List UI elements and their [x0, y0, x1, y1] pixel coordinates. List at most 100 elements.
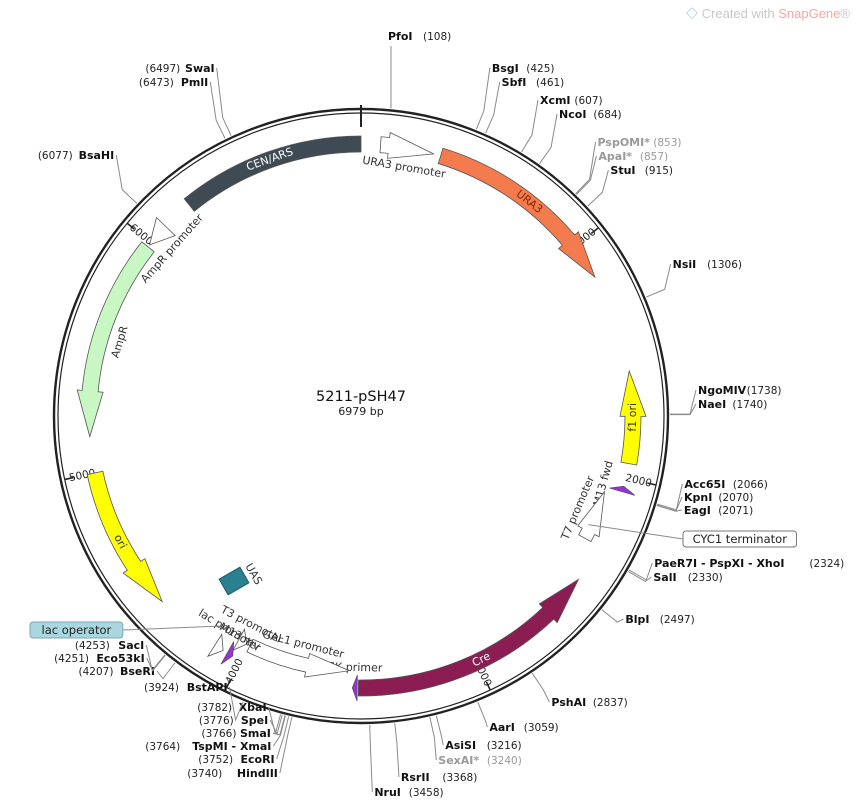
- feature-arc-f1-ori: [619, 369, 647, 466]
- site-position: (3216): [487, 740, 522, 752]
- site-saci: SacI (4253): [75, 639, 166, 672]
- site-position: (4207): [79, 666, 114, 678]
- site-name: NaeI: [698, 398, 726, 411]
- ruler-tick: [225, 679, 232, 688]
- plasmid-center-label: 5211-pSH47 6979 bp: [316, 389, 406, 418]
- site-name: BsaHI: [79, 149, 115, 162]
- site-name: AsiSI: [445, 739, 476, 752]
- feature-arc-ura3-promoter: [379, 131, 436, 159]
- site-name: BlpI: [625, 613, 649, 626]
- site-position: (3752): [198, 754, 233, 766]
- snapgene-watermark: Created with SnapGene®: [685, 6, 850, 21]
- boxed-label-cyc1-terminator: CYC1 terminator: [588, 524, 797, 548]
- site-position: (2837): [593, 697, 628, 709]
- site-leader: [477, 701, 488, 728]
- site-naei: NaeI(1740): [669, 398, 767, 416]
- feature-label-cen-ars: CEN/ARS: [245, 145, 295, 174]
- site-asisi: AsiSI (3216): [435, 715, 522, 752]
- site-bsgi: BsgI(425): [475, 62, 554, 130]
- feature-arc-ampr-promoter: [148, 216, 176, 246]
- site-bseri: BseRI (4207): [79, 662, 176, 680]
- site-nsii: NsiI (1306): [646, 258, 742, 298]
- site-name: SalI: [653, 571, 676, 584]
- site-aari: AarI(3059): [477, 701, 559, 734]
- boxed-label-text: lac operator: [42, 623, 112, 637]
- boxed-label-text: CYC1 terminator: [693, 532, 788, 546]
- site-position: (2324): [809, 558, 844, 570]
- site-leader: [576, 155, 597, 195]
- site-name: SbfI: [502, 76, 527, 89]
- site-leader: [276, 716, 290, 760]
- site-leader: [485, 81, 501, 134]
- site-position: (3740): [187, 768, 222, 780]
- ruler-tick: [590, 227, 599, 234]
- boxed-labels: CYC1 terminator lac operator: [29, 524, 797, 639]
- site-leader: [268, 706, 282, 736]
- site-leader: [656, 504, 683, 512]
- site-name: NsiI: [673, 258, 697, 271]
- feature-f1-ori: f1 ori: [619, 369, 647, 466]
- site-name: PspOMI*: [598, 136, 651, 149]
- site-pfoi: PfoI (108): [388, 30, 451, 109]
- site-name: EcoRI: [240, 753, 274, 766]
- site-position: (2070): [718, 492, 753, 504]
- site-name: TspMI - XmaI: [192, 740, 271, 753]
- feature-uas: UAS: [218, 561, 265, 596]
- site-hindiii: HindIII (3740): [187, 717, 293, 780]
- site-position: (857): [640, 151, 668, 163]
- site-sexai: SexAI*(3240): [429, 717, 522, 767]
- site-leader: [429, 717, 437, 761]
- site-name: SacI: [118, 639, 144, 652]
- site-sbfi: SbfI(461): [485, 76, 564, 134]
- boxed-label-lac-operator: lac operator: [29, 621, 222, 639]
- site-acc65i: Acc65I(2066): [657, 478, 768, 511]
- site-leader: [279, 717, 293, 774]
- site-name: HindIII: [237, 767, 278, 780]
- site-name: NruI: [374, 786, 401, 799]
- site-leader: [627, 570, 652, 583]
- boxed-label-frame: [29, 621, 124, 639]
- site-eco53ki: Eco53kI(4251): [54, 652, 166, 672]
- restriction-sites: PfoI(108)BsgI(425)SbfI(461)XcmI(607)NcoI…: [38, 30, 844, 799]
- site-leader: [394, 723, 400, 778]
- site-pshai: PshAI(2837): [531, 672, 628, 709]
- feature-arc-ura3: [437, 147, 596, 279]
- feature-ura3: URA3: [437, 147, 596, 279]
- site-position: (3766): [202, 728, 237, 740]
- site-name: BseRI: [120, 665, 155, 678]
- site-leader: [216, 67, 232, 136]
- site-name: SmaI: [240, 727, 271, 740]
- site-leader: [521, 99, 539, 153]
- site-pmli: PmlI(6473): [139, 76, 226, 139]
- site-name: NcoI: [559, 108, 586, 121]
- site-paer7i-pspxi-xhoi: PaeR7I - PspXI - XhoI(2324): [628, 557, 844, 581]
- site-position: (4253): [75, 640, 110, 652]
- site-leader: [435, 715, 444, 746]
- site-position: (6497): [145, 63, 180, 75]
- feature-label-ampr: AmpR: [109, 324, 131, 360]
- site-position: (3458): [409, 787, 444, 799]
- site-ncoi: NcoI(684): [539, 108, 622, 165]
- site-position: (425): [526, 63, 554, 75]
- feature-label-f1-ori: f1 ori: [626, 403, 639, 432]
- feature-arc-gal1-promoter: [246, 638, 351, 678]
- feature-ori: ori: [86, 470, 164, 603]
- site-position: (607): [574, 95, 602, 107]
- site-spei: SpeI(3776): [199, 714, 283, 736]
- site-leader: [369, 724, 373, 793]
- boxed-label-leader: [122, 625, 222, 631]
- plasmid-length: 6979 bp: [338, 405, 383, 418]
- site-position: (853): [653, 137, 681, 149]
- site-name: PmlI: [181, 76, 208, 89]
- site-xbai: XbaI(3782): [197, 701, 282, 736]
- feature-arc-sk-primer: [351, 674, 358, 702]
- feature-label-ura3-promoter: URA3 promoter: [361, 154, 447, 181]
- ruler-tick: [485, 681, 491, 691]
- site-name: PfoI: [388, 30, 413, 43]
- feature-arc-m13-rev: [220, 641, 235, 665]
- site-position: (108): [423, 31, 451, 43]
- site-leader: [587, 169, 609, 207]
- site-position: (3776): [199, 715, 234, 727]
- site-position: (1306): [707, 259, 742, 271]
